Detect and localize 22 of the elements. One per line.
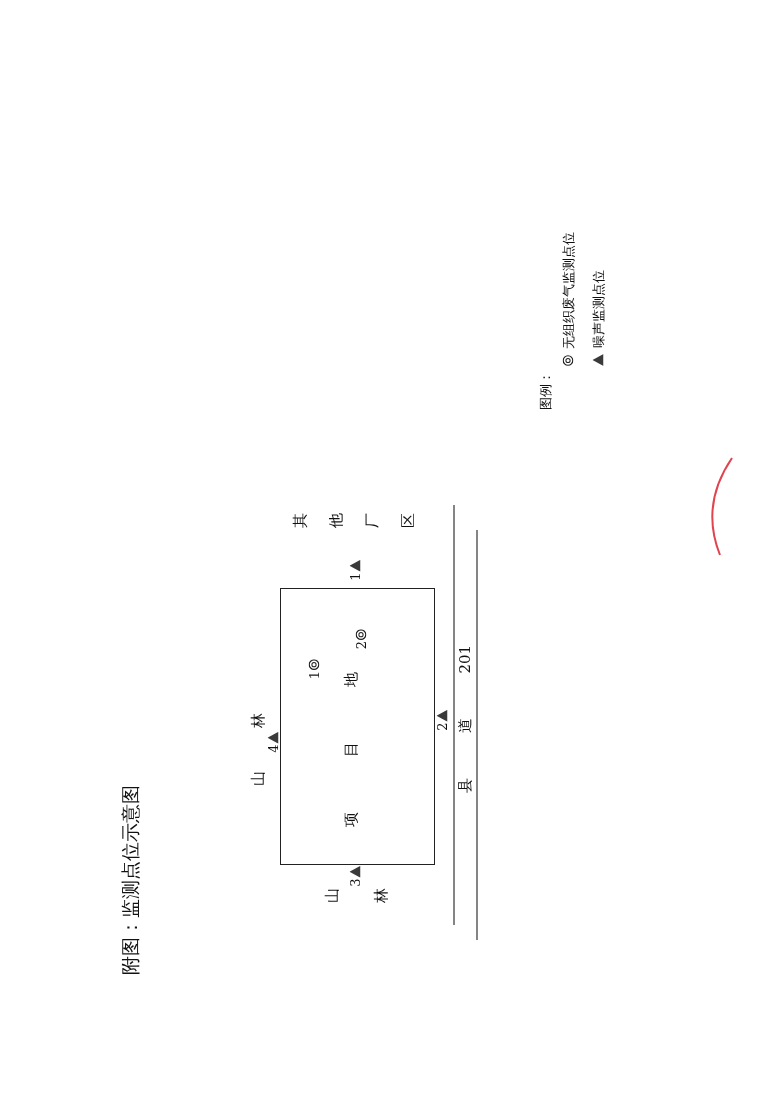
point-number: 2 [435,722,449,731]
double-circle-icon [355,628,367,640]
triangle-icon [267,731,279,744]
triangle-icon [349,559,361,572]
point-number: 4 [266,744,280,753]
site-outline [280,588,435,865]
point-number: 1 [348,572,362,581]
legend-label: 无组织废气监测点位 [561,232,575,349]
point-number: 2 [354,640,368,650]
place-label: 山 林 [250,713,266,786]
legend-label: 噪声监测点位 [591,270,605,348]
place-label: 山林 [322,888,391,903]
double-circle-icon [308,658,320,670]
figure-title: 附图：监测点位示意图 [120,785,140,975]
place-label: 其他厂区 [290,513,418,528]
point-number: 1 [307,670,321,680]
legend-title: 图例： [538,371,552,410]
area-label: 项 目 地 [343,672,359,827]
triangle-icon [436,709,448,722]
triangle-icon [349,865,361,878]
point-number: 3 [348,878,362,887]
road-label: 县 道 201 [457,644,473,793]
